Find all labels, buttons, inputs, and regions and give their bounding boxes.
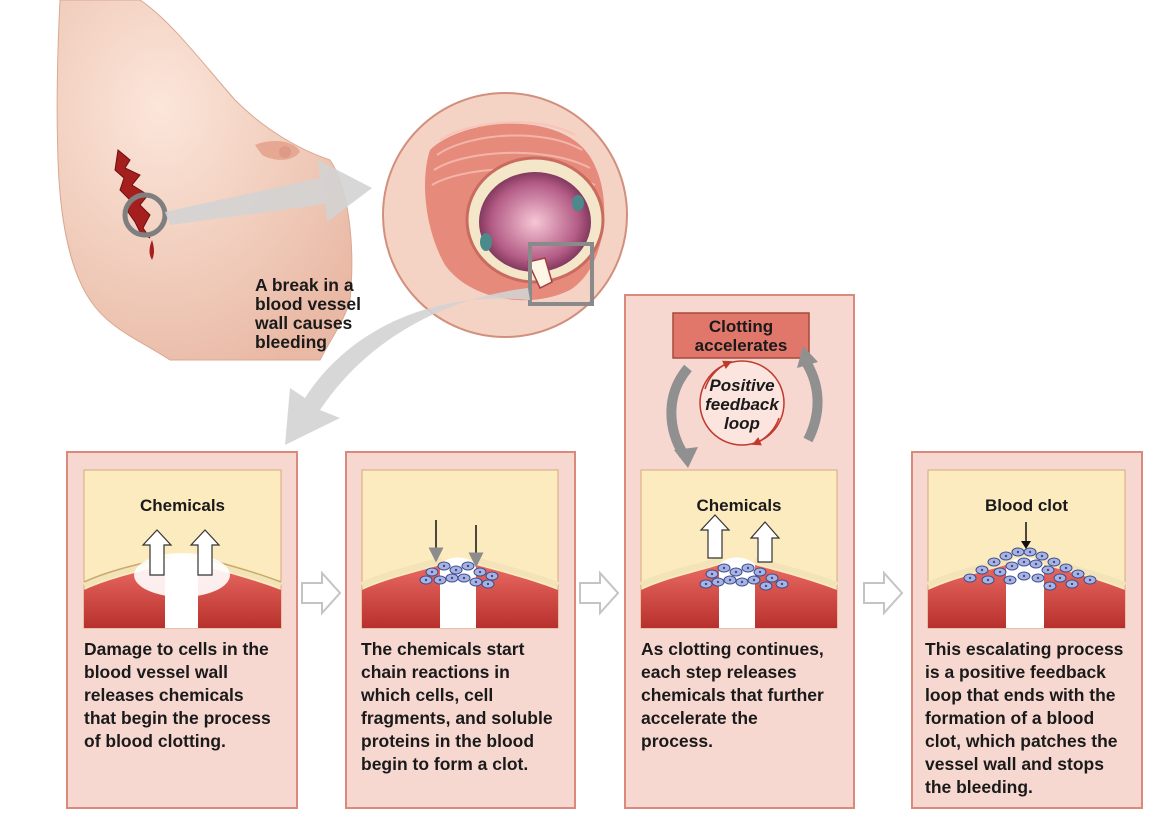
intro-caption: A break in a blood vessel wall causes bl… (255, 275, 362, 352)
step-4-description: This escalating process is a positive fe… (925, 639, 1124, 797)
vessel-wall-3 (639, 557, 839, 628)
step-arrows (301, 570, 904, 616)
step-3-description: As clotting continues, each step release… (641, 639, 824, 751)
zoom-arrow-1 (165, 160, 372, 225)
chemicals-label-3: Chemicals (696, 496, 782, 515)
clot-cluster-3 (699, 514, 789, 591)
clotting-accelerates-label: Clotting accelerates (694, 317, 788, 355)
feedback-loop (666, 312, 823, 468)
wound (114, 149, 168, 260)
torso-illustration (56, 0, 353, 361)
clot-cluster-2 (419, 520, 499, 589)
chemical-release-1 (134, 529, 230, 597)
vessel-closeup (382, 92, 628, 338)
positive-feedback-loop-label: Positive feedback loop (705, 376, 779, 433)
step-2-description: The chemicals start chain reactions in w… (361, 639, 553, 774)
zoom-arrow-2 (285, 288, 530, 445)
chemicals-label-1: Chemicals (139, 496, 226, 515)
clot-cluster-4 (963, 522, 1097, 591)
blood-clot-label: Blood clot (984, 496, 1069, 515)
step-1-description: Damage to cells in the blood vessel wall… (84, 639, 271, 751)
